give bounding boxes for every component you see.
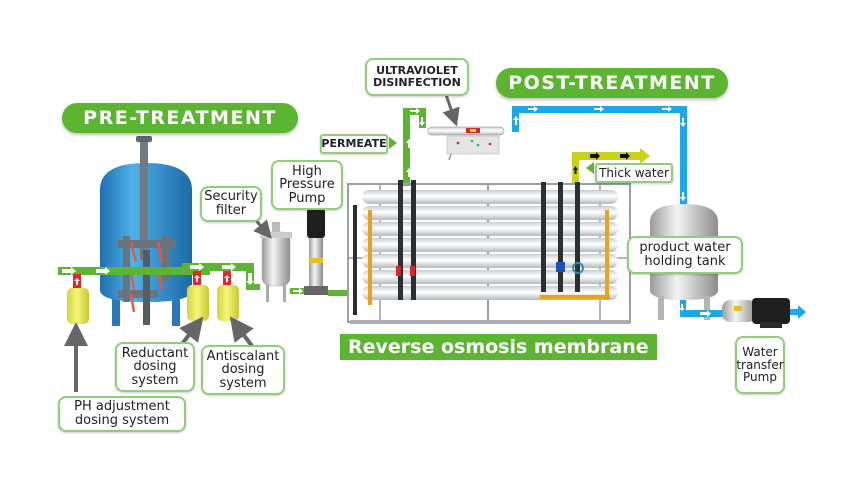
- reductant-dosing-label: Reductant dosing system: [115, 342, 195, 392]
- pre-treatment-banner: PRE-TREATMENT: [62, 103, 298, 133]
- antiscalant-dosing-tank: [217, 285, 239, 321]
- water-transfer-pump: [722, 298, 806, 328]
- thick-water-label: Thick water: [595, 163, 673, 183]
- post-treatment-banner: POST-TREATMENT: [496, 68, 728, 98]
- high-pressure-pump-label: High Pressure Pump: [271, 160, 343, 210]
- security-filter-label: Security filter: [200, 186, 262, 222]
- ph-dosing-tank: [67, 288, 89, 324]
- security-filter: [260, 222, 306, 302]
- pre-treatment-pipe: [58, 263, 260, 290]
- ro-membrane-label: Reverse osmosis membrane: [340, 334, 657, 360]
- reductant-dosing-tank: [187, 285, 209, 321]
- ph-adjustment-dosing-label: PH adjustment dosing system: [58, 396, 186, 432]
- callout-arrows: [64, 217, 272, 392]
- ultraviolet-disinfection-label: ULTRAVIOLET DISINFECTION: [365, 58, 469, 96]
- water-transfer-pump-label: Water transfer Pump: [735, 336, 785, 394]
- product-water-tank-label: product water holding tank: [627, 236, 743, 274]
- high-pressure-pump: [304, 208, 348, 296]
- antiscalant-dosing-label: Antiscalant dosing system: [201, 345, 285, 395]
- multimedia-filter-tank: [100, 136, 192, 326]
- post-treatment-pipe: [512, 106, 687, 206]
- ro-membrane-rack: [347, 180, 631, 324]
- dosing-tanks: [67, 271, 239, 324]
- permeate-pipe: [389, 108, 426, 186]
- permeate-label: PERMEATE: [320, 134, 388, 154]
- concentrate-pipe: [572, 148, 650, 184]
